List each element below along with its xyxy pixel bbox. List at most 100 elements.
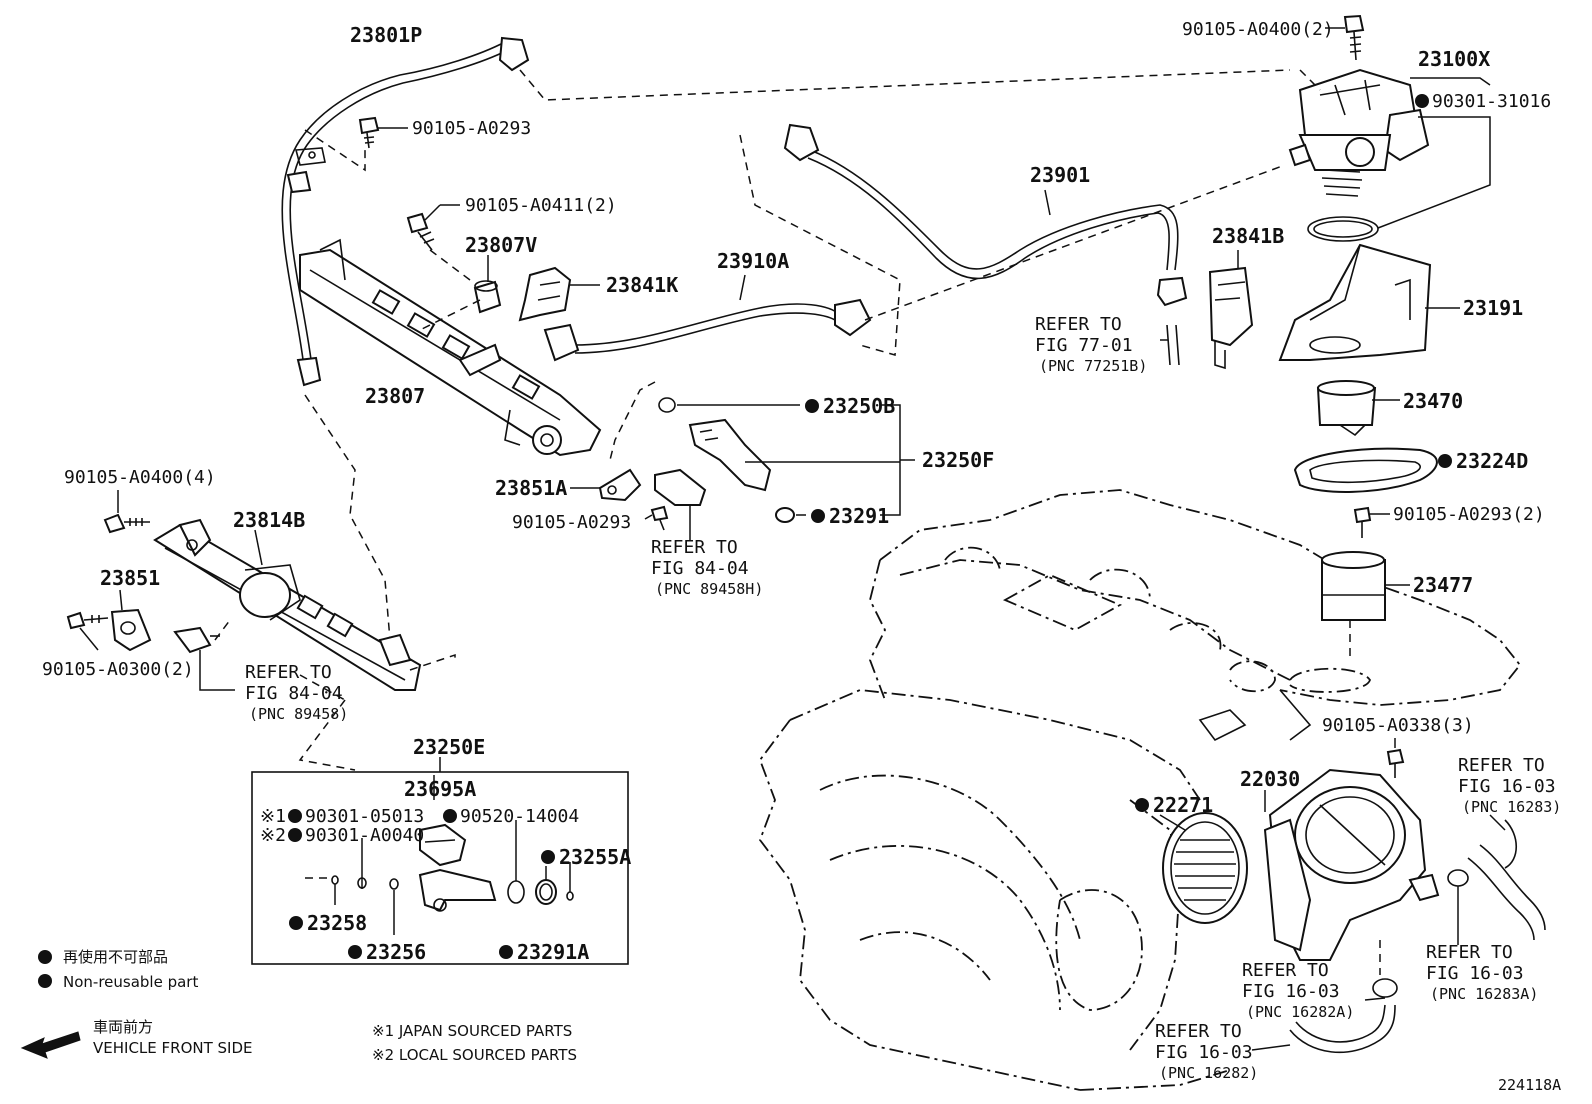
- hose-refer-16283: [1467, 814, 1546, 941]
- nonreusable-mark: [348, 945, 362, 959]
- refer-16282A-line3: (PNC 16282A): [1246, 1003, 1354, 1021]
- fuel-pipe-23901: [783, 123, 1188, 307]
- gasket-23224D: [1293, 447, 1450, 493]
- label-23807V: 23807V: [465, 233, 537, 257]
- label-23851: 23851: [100, 566, 160, 590]
- nonreusable-mark: [805, 399, 819, 413]
- label-23801P: 23801P: [350, 23, 422, 47]
- nonreusable-mark: [288, 828, 302, 842]
- label-23470: 23470: [1403, 389, 1463, 413]
- refer-84-04-a-line2: FIG 84-04: [651, 558, 749, 579]
- refer-16283-line2: FIG 16-03: [1458, 776, 1556, 797]
- label-90105-A0293-mid: 90105-A0293: [512, 512, 631, 533]
- hose-refer-16282: [1251, 1004, 1396, 1054]
- label-23258: 23258: [307, 911, 367, 935]
- label-23841B: 23841B: [1212, 224, 1284, 248]
- refer-84-04-b-line2: FIG 84-04: [245, 683, 343, 704]
- nonreusable-mark: [541, 850, 555, 864]
- label-90105-A0411: 90105-A0411(2): [465, 195, 617, 216]
- fuel-delivery-pipe-23814B: [153, 518, 422, 691]
- nonreusable-mark: [1438, 454, 1452, 468]
- nonreusable-mark: [811, 509, 825, 523]
- bolt-90105-A0411: [406, 204, 460, 251]
- label-23477: 23477: [1413, 573, 1473, 597]
- bracket-23191: [1278, 243, 1460, 361]
- label-23291: 23291: [829, 504, 889, 528]
- insulator-23851: [110, 589, 152, 652]
- refer-16282A-line1: REFER TO: [1242, 960, 1329, 981]
- label-23807: 23807: [365, 384, 425, 408]
- label-90301-31016: 90301-31016: [1432, 91, 1551, 112]
- label-23695A: 23695A: [404, 777, 476, 801]
- clamp-23841B: [1208, 250, 1254, 370]
- fuel-pump-23100X: [1288, 68, 1491, 242]
- housing-23477: [1321, 551, 1410, 621]
- bolt-90105-A0293-2: [1353, 506, 1390, 538]
- refer-16282-line1: REFER TO: [1155, 1021, 1242, 1042]
- label-23851A: 23851A: [495, 476, 567, 500]
- refer-77-01-line1: REFER TO: [1035, 314, 1122, 335]
- nonreusable-mark: [288, 809, 302, 823]
- sensor-refer-84-04-a: [654, 468, 707, 540]
- refer-77-01-line2: FIG 77-01: [1035, 335, 1133, 356]
- label-90105-A0338: 90105-A0338(3): [1322, 715, 1474, 736]
- label-22271: 22271: [1153, 793, 1213, 817]
- nonreusable-mark: [1415, 94, 1429, 108]
- nonreusable-legend-mark: [38, 950, 52, 964]
- label-90301-05013: 90301-05013: [305, 806, 424, 827]
- clamp-refer-16283A: [1447, 869, 1469, 945]
- legend-nonreusable-en: Non-reusable part: [63, 973, 198, 991]
- label-23100X: 23100X: [1418, 47, 1490, 71]
- refer-16282-line3: (PNC 16282): [1159, 1064, 1258, 1082]
- label-23901: 23901: [1030, 163, 1090, 187]
- bracket-23851A: [570, 468, 642, 502]
- refer-77-01-line3: (PNC 77251B): [1039, 357, 1147, 375]
- refer-16282-line2: FIG 16-03: [1155, 1042, 1253, 1063]
- injector-kit-box-23250E: [251, 757, 629, 965]
- diagram-id: 224118A: [1498, 1076, 1561, 1094]
- insulator-23807V: [473, 255, 502, 314]
- label-23841K: 23841K: [606, 273, 678, 297]
- note-local-sourced: ※2 LOCAL SOURCED PARTS: [372, 1046, 577, 1064]
- front-arrow-icon: [20, 1031, 81, 1059]
- bolt-90105-A0293-top: [358, 116, 408, 149]
- label-90301-A0040: 90301-A0040: [305, 825, 424, 846]
- sensor-refer-84-04-b: [173, 626, 235, 691]
- legend: 再使用不可部品 Non-reusable part 車両前方 VEHICLE F…: [20, 948, 1561, 1094]
- fuel-delivery-pipe-23807: [299, 238, 602, 457]
- bolt-90105-A0338-3: [1386, 738, 1405, 778]
- nonreusable-mark: [1135, 798, 1149, 812]
- label-90105-A0400-2: 90105-A0400(2): [1182, 19, 1334, 40]
- label-23250B: 23250B: [823, 394, 895, 418]
- part-labels: 23801P 90105-A0293 90105-A0411(2) 23807V…: [42, 19, 1561, 1082]
- label-23814B: 23814B: [233, 508, 305, 532]
- label-90105-A0300: 90105-A0300(2): [42, 659, 194, 680]
- label-90105-A0293-top: 90105-A0293: [412, 118, 531, 139]
- refer-16283A-line2: FIG 16-03: [1426, 963, 1524, 984]
- nonreusable-legend-mark: [38, 974, 52, 988]
- lifter-23470: [1316, 380, 1400, 437]
- clamp-refer-16282A: [1364, 978, 1398, 1001]
- label-23250F: 23250F: [922, 448, 994, 472]
- engine-outline: [758, 489, 1522, 1091]
- label-mark-1: ※1: [260, 806, 286, 827]
- legend-front-en: VEHICLE FRONT SIDE: [93, 1039, 253, 1057]
- label-23910A: 23910A: [717, 249, 789, 273]
- refer-16283A-line3: (PNC 16283A): [1430, 985, 1538, 1003]
- nonreusable-mark: [499, 945, 513, 959]
- note-japan-sourced: ※1 JAPAN SOURCED PARTS: [372, 1022, 572, 1040]
- refer-16283-line3: (PNC 16283): [1462, 798, 1561, 816]
- refer-16283A-line1: REFER TO: [1426, 942, 1513, 963]
- nonreusable-mark: [443, 809, 457, 823]
- bolt-90105-A0293-mid: [644, 505, 669, 531]
- label-23255A: 23255A: [559, 845, 631, 869]
- label-23250E: 23250E: [413, 735, 485, 759]
- refer-16282A-line2: FIG 16-03: [1242, 981, 1340, 1002]
- bolt-90105-A0400-2: [1325, 14, 1365, 61]
- bolt-90105-A0300-2: [66, 611, 109, 651]
- nonreusable-mark: [289, 916, 303, 930]
- label-23224D: 23224D: [1456, 449, 1528, 473]
- refer-16283-line1: REFER TO: [1458, 755, 1545, 776]
- refer-84-04-b-line1: REFER TO: [245, 662, 332, 683]
- refer-84-04-a-line3: (PNC 89458H): [655, 580, 763, 598]
